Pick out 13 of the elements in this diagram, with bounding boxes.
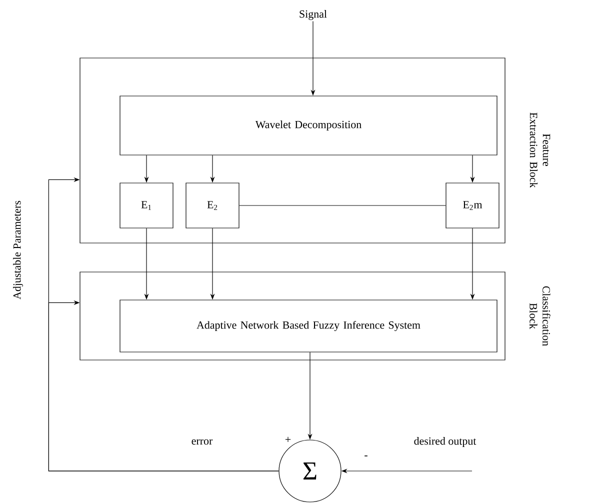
process-box: E$_{1}$	[120, 182, 174, 228]
input-label: Signal	[300, 10, 327, 20]
signal-label: desired output	[414, 437, 476, 447]
process-box: Wavelet Decomposition	[120, 96, 498, 156]
signal-label: error	[192, 439, 213, 445]
block-label: Classification Block	[530, 286, 550, 346]
process-box: E$_{2}$m	[446, 182, 500, 228]
block-label: Feature Extraction Block	[530, 112, 550, 188]
sign-label: +	[285, 436, 291, 442]
process-box: E$_{2}$	[186, 182, 240, 228]
feedback-label: Adjustable Parameters	[13, 200, 23, 300]
arrow	[48, 300, 279, 472]
process-box: Adaptive Network Based Fuzzy Inference System	[120, 300, 498, 352]
